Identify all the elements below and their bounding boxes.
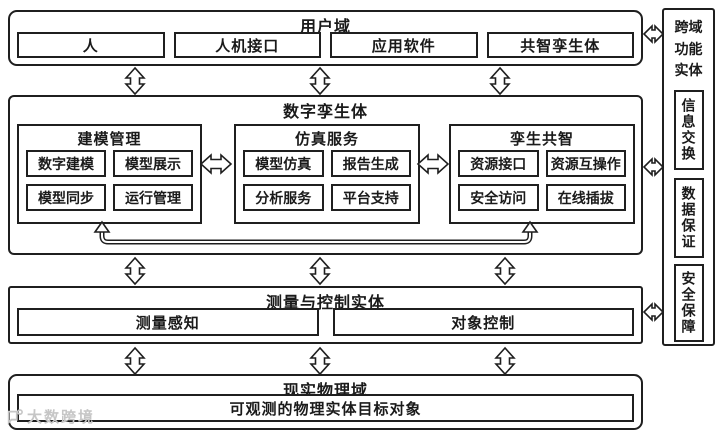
v-arrow-mc-pd-right	[495, 347, 515, 375]
physical-domain-items: 可观测的物理实体目标对象	[17, 394, 634, 422]
modeling-management-title: 建模管理	[77, 130, 142, 148]
v-arrow-user-twin-right	[490, 67, 510, 95]
v-arrow-mc-pd-left	[125, 347, 145, 375]
twin-co-intelligence-title: 孪生共智	[509, 130, 574, 148]
user-domain-title: 用户域	[299, 19, 351, 36]
v-arrow-mc-pd-mid	[310, 347, 330, 375]
cross-domain-box: 跨域功能实体 信息交换 数据保证 安全保障	[662, 8, 715, 346]
cell-online-plug: 在线插拔	[545, 184, 626, 211]
twin-co-intelligence-group: 孪生共智 资源接口 资源互操作 安全访问 在线插拔	[449, 124, 635, 224]
cell-digital-modeling: 数字建模	[26, 150, 106, 177]
cell-resource-interop: 资源互操作	[545, 150, 626, 177]
simulation-service-group: 仿真服务 模型仿真 报告生成 分析服务 平台支持	[234, 124, 420, 224]
user-domain-item-hmi: 人机接口	[173, 32, 321, 58]
cross-domain-title: 跨域功能实体	[674, 19, 703, 79]
v-arrow-twin-mc-mid	[310, 257, 330, 285]
measure-control-title: 测量与控制实体	[265, 295, 385, 312]
cell-model-sync: 模型同步	[26, 184, 106, 211]
v-arrow-user-twin-mid	[310, 67, 330, 95]
simulation-service-grid: 模型仿真 报告生成 分析服务 平台支持	[236, 150, 418, 218]
data-assurance-item: 数据保证	[673, 178, 704, 258]
user-domain-item-co-twin: 共智孪生体	[486, 32, 634, 58]
security-guarantee-item: 安全保障	[673, 264, 704, 342]
modeling-management-grid: 数字建模 模型展示 模型同步 运行管理	[19, 150, 200, 218]
cell-model-simulation: 模型仿真	[243, 150, 324, 177]
info-exchange-item: 信息交换	[673, 90, 704, 170]
measure-control-box: 测量与控制实体 测量感知 对象控制	[8, 286, 643, 344]
cell-secure-access: 安全访问	[458, 184, 539, 211]
simulation-service-title: 仿真服务	[294, 130, 359, 148]
h-arrow-user-crossdomain	[643, 25, 664, 43]
measure-sensing-item: 测量感知	[17, 308, 319, 336]
twin-co-intelligence-grid: 资源接口 资源互操作 安全访问 在线插拔	[451, 150, 633, 218]
modeling-management-group: 建模管理 数字建模 模型展示 模型同步 运行管理	[17, 124, 202, 224]
cell-resource-interface: 资源接口	[458, 150, 539, 177]
v-arrow-twin-mc-left	[125, 257, 145, 285]
user-domain-item-human: 人	[17, 32, 165, 58]
object-control-item: 对象控制	[332, 308, 634, 336]
v-arrow-user-twin-left	[125, 67, 145, 95]
observable-target-item: 可观测的物理实体目标对象	[17, 394, 634, 422]
h-arrow-mc-crossdomain	[643, 303, 664, 321]
user-domain-box: 用户域 人 人机接口 应用软件 共智孪生体	[8, 10, 643, 66]
measure-control-items: 测量感知 对象控制	[17, 308, 634, 336]
cell-report-generation: 报告生成	[330, 150, 411, 177]
physical-domain-box: 现实物理域 可观测的物理实体目标对象	[8, 374, 643, 430]
cell-analysis-service: 分析服务	[243, 184, 324, 211]
user-domain-item-app-software: 应用软件	[330, 32, 478, 58]
h-arrow-twin-crossdomain	[643, 158, 664, 176]
v-arrow-twin-mc-right	[495, 257, 515, 285]
user-domain-items: 人 人机接口 应用软件 共智孪生体	[17, 32, 634, 58]
cell-platform-support: 平台支持	[330, 184, 411, 211]
cell-operation-management: 运行管理	[113, 184, 193, 211]
digital-twin-title: 数字孪生体	[282, 104, 368, 121]
cell-model-display: 模型展示	[113, 150, 193, 177]
digital-twin-box: 数字孪生体 建模管理 数字建模 模型展示 模型同步 运行管理 仿真服务 模型仿真…	[8, 95, 643, 255]
